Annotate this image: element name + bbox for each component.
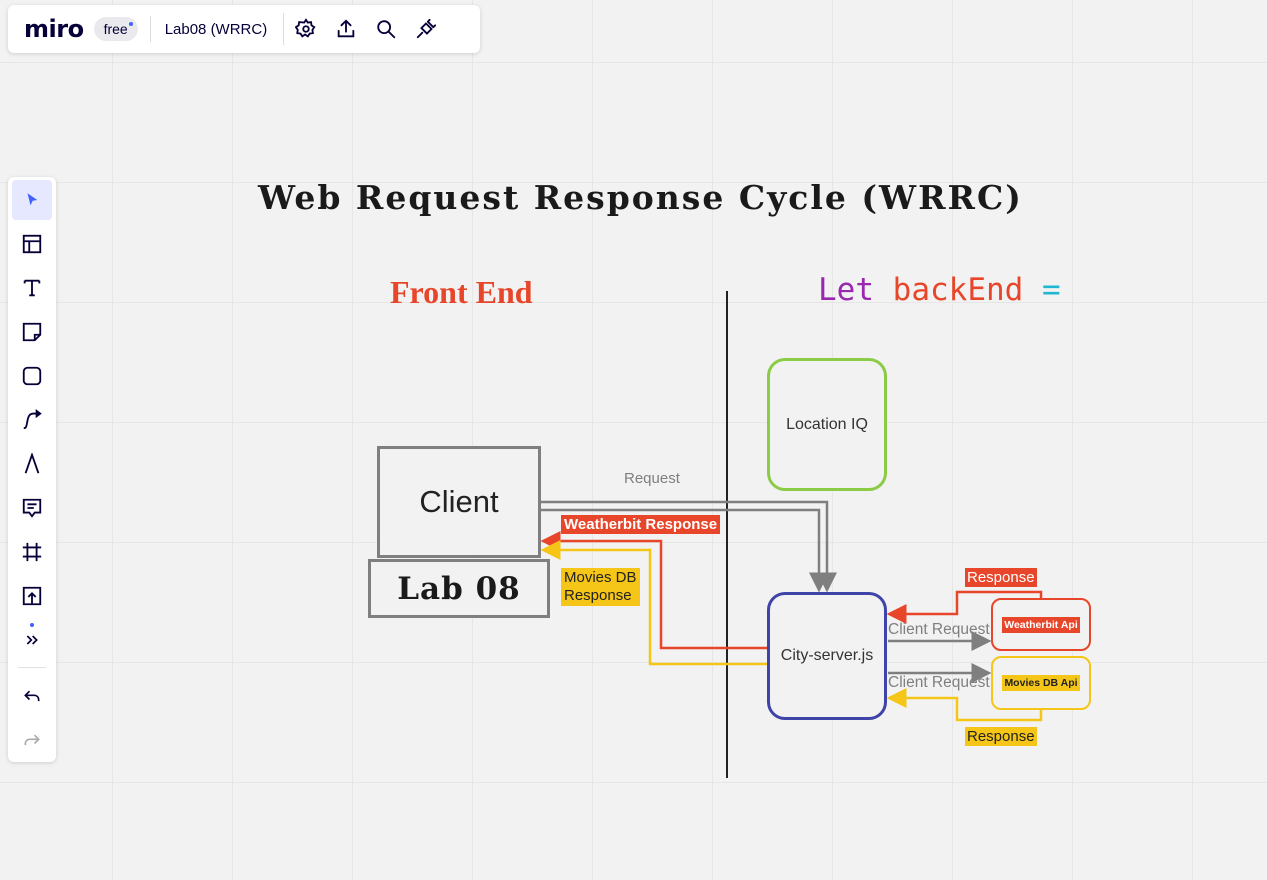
client-label: Client xyxy=(419,484,499,519)
front-end-heading[interactable]: Front End xyxy=(390,274,533,310)
topbar-divider xyxy=(149,16,151,42)
weatherbit-api-response-label[interactable]: Response xyxy=(965,568,1037,587)
comment-icon xyxy=(22,498,42,518)
location-iq-box[interactable]: Location IQ xyxy=(767,358,887,491)
code-operator: = xyxy=(1042,272,1061,308)
movies-api-response-label[interactable]: Response xyxy=(965,727,1037,746)
frame-tool[interactable] xyxy=(12,532,52,572)
undo-icon xyxy=(24,690,40,702)
frame-icon xyxy=(22,542,42,562)
weatherbit-api-label: Weatherbit Api xyxy=(1002,616,1080,633)
select-tool[interactable] xyxy=(12,180,52,220)
board-title[interactable]: Web Request Response Cycle (WRRC) xyxy=(258,178,1023,217)
plan-badge-dot xyxy=(128,22,133,26)
plan-label: free xyxy=(103,21,128,37)
toolbar-divider xyxy=(18,667,46,668)
weatherbit-api-box[interactable]: Weatherbit Api xyxy=(991,598,1091,651)
miro-logo[interactable]: miro xyxy=(24,15,84,43)
left-toolbar xyxy=(8,177,56,762)
client-box[interactable]: Client xyxy=(377,446,541,558)
undo-button[interactable] xyxy=(12,677,52,717)
top-bar: miro free Lab08 (WRRC) xyxy=(8,5,480,53)
settings-icon[interactable] xyxy=(283,13,322,45)
upload-tool[interactable] xyxy=(12,576,52,616)
connection-line-icon xyxy=(23,409,42,430)
upload-icon xyxy=(22,586,42,606)
board-name[interactable]: Lab08 (WRRC) xyxy=(164,20,268,38)
text-tool[interactable] xyxy=(12,268,52,308)
city-server-label: City-server.js xyxy=(780,647,874,664)
more-tools[interactable] xyxy=(12,620,52,660)
request-arrow-1 xyxy=(541,500,837,593)
sticky-note-tool[interactable] xyxy=(12,312,52,352)
movies-db-response-line1: Movies DB xyxy=(564,569,637,586)
text-icon xyxy=(23,279,41,297)
weatherbit-response-arrow xyxy=(540,531,767,650)
sticky-note-icon xyxy=(22,322,42,342)
code-keyword: Let xyxy=(818,272,874,308)
export-icon[interactable] xyxy=(330,13,362,45)
city-server-box[interactable]: City-server.js xyxy=(767,592,887,720)
movies-db-api-label: Movies DB Api xyxy=(1002,675,1080,691)
pen-icon xyxy=(24,453,40,474)
lab-box[interactable]: Lab 08 xyxy=(368,559,550,618)
movies-db-api-box[interactable]: Movies DB Api xyxy=(991,656,1091,710)
pen-tool[interactable] xyxy=(12,444,52,484)
templates-icon xyxy=(22,234,42,254)
location-iq-label: Location IQ xyxy=(786,415,868,433)
weatherbit-api-response-arrow xyxy=(886,590,1043,624)
code-variable: backEnd xyxy=(892,272,1024,308)
plugin-icon[interactable] xyxy=(410,13,442,45)
lab-label: Lab 08 xyxy=(397,570,521,607)
templates-tool[interactable] xyxy=(12,224,52,264)
weatherbit-response-label[interactable]: Weatherbit Response xyxy=(561,515,721,534)
comment-tool[interactable] xyxy=(12,488,52,528)
shape-icon xyxy=(22,366,42,386)
more-tools-dot xyxy=(30,623,34,627)
chevron-double-right-icon xyxy=(26,635,38,645)
movies-api-response-arrow xyxy=(886,688,1043,722)
plan-badge[interactable]: free xyxy=(93,17,138,41)
movies-db-response-arrow xyxy=(540,540,767,666)
topbar-actions xyxy=(283,13,450,45)
shape-tool[interactable] xyxy=(12,356,52,396)
movies-db-response-line2: Response xyxy=(564,587,632,604)
cursor-icon xyxy=(27,193,38,206)
connection-line-tool[interactable] xyxy=(12,400,52,440)
client-request-label-2[interactable]: Client Request xyxy=(888,674,990,691)
backend-code-heading[interactable]: Let backEnd = xyxy=(818,272,1061,308)
redo-button[interactable] xyxy=(12,721,52,761)
request-label[interactable]: Request xyxy=(624,470,680,487)
redo-icon xyxy=(24,734,40,746)
request-arrow-2 xyxy=(541,508,829,593)
client-request-label-1[interactable]: Client Request xyxy=(888,621,990,638)
search-icon[interactable] xyxy=(370,13,402,45)
